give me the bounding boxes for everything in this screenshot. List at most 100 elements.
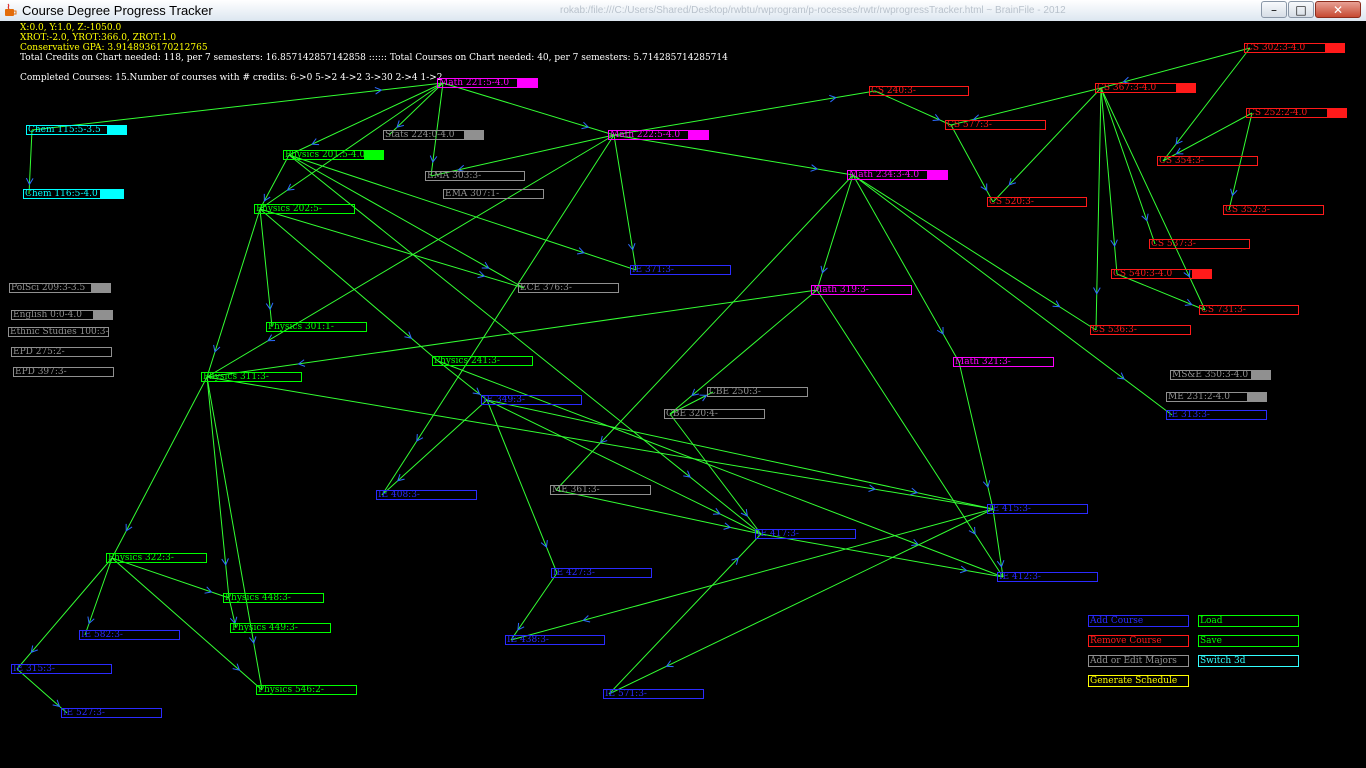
course-node-ie571[interactable]: IE 571:3- [603, 689, 704, 699]
edge-arrowhead [936, 326, 944, 335]
course-node-physics311[interactable]: Physics 311:3- [201, 372, 302, 382]
course-node-ie408[interactable]: IE 408:3- [376, 490, 477, 500]
course-node-physics546[interactable]: Physics 546:2- [256, 685, 357, 695]
prereq-edge [486, 399, 558, 574]
prereq-edge [1228, 112, 1253, 211]
prerequisite-edges [16, 47, 1253, 714]
maximize-button[interactable]: □ [1288, 1, 1314, 18]
course-node-math222[interactable]: Math 222:5-4.0 [608, 130, 709, 140]
course-node-ie415[interactable]: IE 415:3- [987, 504, 1088, 514]
generate-schedule-button[interactable]: Generate Schedule [1088, 675, 1189, 687]
course-node-cs731[interactable]: CS 731:3- [1199, 305, 1299, 315]
course-label: ME 361:3- [552, 485, 600, 495]
save-button[interactable]: Save [1198, 635, 1299, 647]
course-node-mse350[interactable]: MS&E 350:3-4.0 [1170, 370, 1271, 380]
course-node-ie3yy[interactable]: IE 315:3- [11, 664, 112, 674]
completed-summary: Completed Courses: 15.Number of courses … [20, 73, 443, 83]
prereq-edge [613, 134, 854, 176]
course-node-me361[interactable]: ME 361:3- [550, 485, 651, 495]
course-node-ie5xx[interactable]: IE 582:3- [79, 630, 180, 640]
add-course-button[interactable]: Add Course [1088, 615, 1189, 627]
course-node-chem115[interactable]: Chem 115:5-3.5 [26, 125, 127, 135]
course-node-ema307[interactable]: EMA 307:1- [443, 189, 544, 199]
edge-arrowhead [517, 622, 525, 631]
load-button[interactable]: Load [1198, 615, 1299, 627]
course-node-chem116[interactable]: Chem 116:5-4.0 [23, 189, 124, 199]
switch-3d-button[interactable]: Switch 3d [1198, 655, 1299, 667]
course-label: IE 349:3- [483, 395, 525, 405]
course-node-cs354[interactable]: CS 354:3- [1157, 156, 1258, 166]
prereq-edge [816, 174, 854, 291]
course-node-ie527[interactable]: IE 527:3- [61, 708, 162, 718]
course-node-math319[interactable]: Math 319:3- [811, 285, 912, 295]
course-node-ethnic100[interactable]: Ethnic Studies 100:3- [8, 327, 109, 337]
course-node-ie41x[interactable]: IE 417:3- [755, 529, 856, 539]
course-node-cs367[interactable]: CS 367:3-4.0 [1095, 83, 1196, 93]
edge-arrowhead [1141, 213, 1149, 222]
course-graph-canvas[interactable]: X:0.0, Y:1.0, Z:-1050.0 XROT:-2.0, YROT:… [0, 21, 1366, 768]
course-node-math234[interactable]: Math 234:3-4.0 [847, 170, 948, 180]
course-node-math221[interactable]: Math 221:5-4.0 [437, 78, 538, 88]
prereq-edge [608, 508, 994, 695]
prereq-edge [381, 399, 488, 496]
course-node-physics301[interactable]: Physics 301:1- [266, 322, 367, 332]
course-node-stats224[interactable]: Stats 224:0-4.0 [383, 130, 484, 140]
course-node-epd397[interactable]: EPD 397:3- [13, 367, 114, 377]
java-app-icon [5, 3, 17, 16]
close-button[interactable]: ✕ [1315, 1, 1361, 18]
course-label: Chem 115:5-3.5 [28, 125, 101, 135]
course-node-physics202[interactable]: Physics 202:5- [254, 204, 355, 214]
completed-indicator [517, 78, 538, 88]
course-label: Math 222:5-4.0 [610, 130, 681, 140]
course-node-physics322[interactable]: Physics 322:3- [106, 553, 207, 563]
course-label: EPD 397:3- [15, 367, 67, 377]
course-node-ece376[interactable]: ECE 376:3- [518, 283, 619, 293]
edit-majors-button[interactable]: Add or Edit Majors [1088, 655, 1189, 667]
course-node-ema303[interactable]: EMA 303:3- [425, 171, 525, 181]
course-node-ie427[interactable]: IE 427:3- [551, 568, 652, 578]
prereq-edge [16, 668, 68, 714]
course-node-cs302[interactable]: CS 302:3-4.0 [1244, 43, 1345, 53]
course-node-cbe250[interactable]: CBE 250:3- [707, 387, 808, 397]
course-node-cs252[interactable]: CS 252:2-4.0 [1246, 108, 1347, 118]
minimize-button[interactable]: – [1261, 1, 1287, 18]
course-node-ie3xx[interactable]: IE 313:3- [1166, 410, 1267, 420]
prereq-edge [206, 376, 994, 510]
course-node-polsci209[interactable]: PolSci 209:3-3.5 [9, 283, 111, 293]
course-label: IE 438:3- [507, 635, 549, 645]
course-node-ie412[interactable]: IE 412:3- [997, 572, 1098, 582]
course-node-math321[interactable]: Math 321:3- [953, 357, 1054, 367]
course-node-physics201[interactable]: Physics 201:5-4.0 [283, 150, 384, 160]
course-node-epd275[interactable]: EPD 275:2- [11, 347, 112, 357]
window-titlebar[interactable]: rokab:/file:///C:/Users/Shared/Desktop/r… [0, 0, 1366, 21]
remove-course-button[interactable]: Remove Course [1088, 635, 1189, 647]
course-node-cs352[interactable]: CS 352:3- [1223, 205, 1324, 215]
course-node-cs577[interactable]: CS 577:3- [945, 120, 1046, 130]
prereq-edge [381, 134, 615, 496]
gpa-readout: Conservative GPA: 3.9148936170212765 [20, 43, 208, 53]
course-node-me231[interactable]: ME 231:2-4.0 [1166, 392, 1267, 402]
edge-arrowhead [472, 387, 481, 395]
course-node-cs240[interactable]: CS 240:3- [869, 86, 969, 96]
course-node-cs520[interactable]: CS 520:3- [987, 197, 1087, 207]
course-node-ie438[interactable]: IE 438:3- [505, 635, 605, 645]
prereq-edge [950, 87, 1102, 126]
edge-arrowhead [248, 636, 257, 645]
edge-arrowhead [576, 247, 585, 255]
course-node-ie349[interactable]: IE 349:3- [481, 395, 582, 405]
edge-arrowhead [665, 660, 674, 668]
prereq-edge [613, 90, 876, 136]
course-node-cs540[interactable]: CS 540:3-4.0 [1111, 269, 1212, 279]
edge-arrowhead [265, 302, 274, 311]
course-node-ie371[interactable]: IE 371:3- [630, 265, 731, 275]
course-node-cbe320[interactable]: CBE 320:4- [664, 409, 765, 419]
course-node-cs537[interactable]: CS 537:3- [1149, 239, 1250, 249]
course-node-english[interactable]: English 0:0-4.0 [11, 310, 113, 320]
edge-arrowhead [829, 94, 837, 103]
course-node-cs536[interactable]: CS 536:3- [1090, 325, 1191, 335]
course-node-physics449[interactable]: Physics 449:3- [230, 623, 331, 633]
course-label: Math 234:3-4.0 [849, 170, 920, 180]
course-node-physics448[interactable]: Physics 448:3- [223, 593, 324, 603]
edge-arrowhead [581, 121, 590, 130]
course-node-physics241[interactable]: Physics 241:3- [432, 356, 533, 366]
